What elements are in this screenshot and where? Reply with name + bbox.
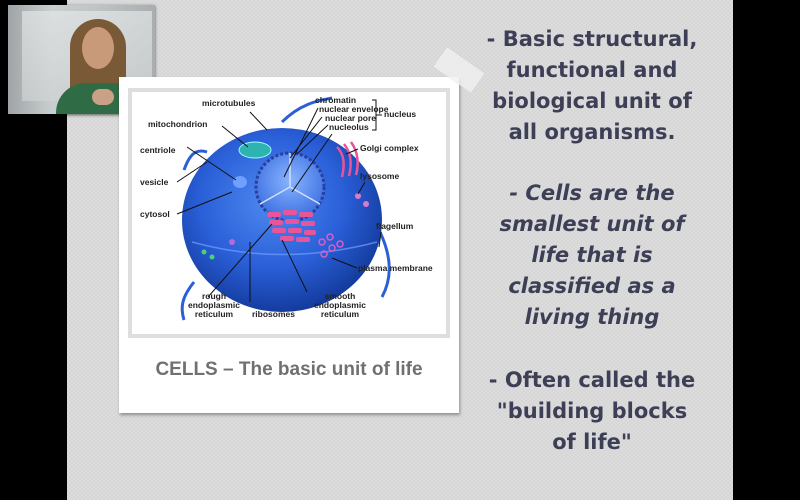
label-plasma-membrane: plasma membrane <box>358 263 433 273</box>
label-flagellum: flagellum <box>376 221 414 231</box>
cell-illustration-icon <box>176 96 391 321</box>
figure-caption: CELLS – The basic unit of life <box>155 359 423 380</box>
label-nucleus: nucleus <box>384 109 417 119</box>
bullet-building-blocks: - Often called the "building blocks of l… <box>488 368 696 454</box>
label-golgi-complex: Golgi complex <box>360 143 419 153</box>
label-nuclear-envelope: nuclear envelope <box>319 104 389 114</box>
webcam-video <box>8 5 155 114</box>
label-ribosomes: ribosomes <box>252 309 295 319</box>
label-centriole: centriole <box>140 145 176 155</box>
label-rough-er: rough endoplasmic reticulum <box>188 291 240 319</box>
label-nuclear-pore: nuclear pore <box>325 113 377 123</box>
cell-figure-frame: microtubules mitochondrion centriole ves… <box>119 77 459 413</box>
label-lysosome: lysosome <box>360 171 400 181</box>
label-nucleolus: nucleolus <box>329 122 369 132</box>
bullet-smallest-unit: - Cells are the smallest unit of life th… <box>499 181 685 329</box>
presenter-hands <box>92 89 114 105</box>
label-microtubules: microtubules <box>202 98 256 108</box>
bullet-definition: - Basic structural, functional and biolo… <box>486 27 698 144</box>
label-cytosol: cytosol <box>140 209 170 219</box>
label-vesicle: vesicle <box>140 177 169 187</box>
label-smooth-er: smooth endoplasmic reticulum <box>314 291 366 319</box>
label-chromatin: chromatin <box>315 95 357 105</box>
label-mitochondrion: mitochondrion <box>148 119 208 129</box>
cell-diagram: microtubules mitochondrion centriole ves… <box>128 88 450 338</box>
presenter-face <box>82 27 114 69</box>
